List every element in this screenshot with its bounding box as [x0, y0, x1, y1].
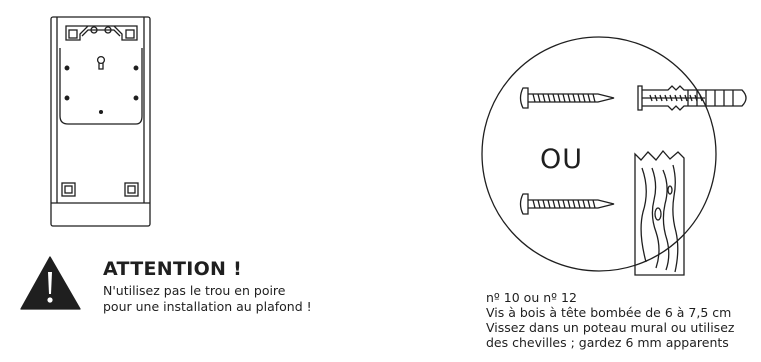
screw-type-text: Vis à bois à tête bombée de 6 à 7,5 cm	[486, 305, 732, 320]
keyhole-slot	[96, 55, 106, 70]
warning-title: ATTENTION !	[103, 258, 243, 280]
wood-screw-icon	[519, 87, 615, 109]
screw-size-text: nº 10 ou nº 12	[486, 290, 577, 305]
warning-icon	[20, 256, 81, 310]
warning-line-2: pour une installation au plafond !	[103, 299, 312, 314]
instruction-line-1: Vissez dans un poteau mural ou utilisez	[486, 320, 735, 335]
warning-line-1: N'utilisez pas le trou en poire	[103, 283, 286, 298]
wood-stud-icon	[634, 149, 685, 276]
or-label: OU	[540, 144, 584, 175]
instruction-line-2: des chevilles ; gardez 6 mm apparents	[486, 335, 729, 350]
detail-circle	[481, 36, 717, 272]
wall-anchor-icon	[637, 85, 747, 111]
mounting-bracket	[50, 16, 151, 227]
wood-screw-icon	[519, 193, 615, 215]
